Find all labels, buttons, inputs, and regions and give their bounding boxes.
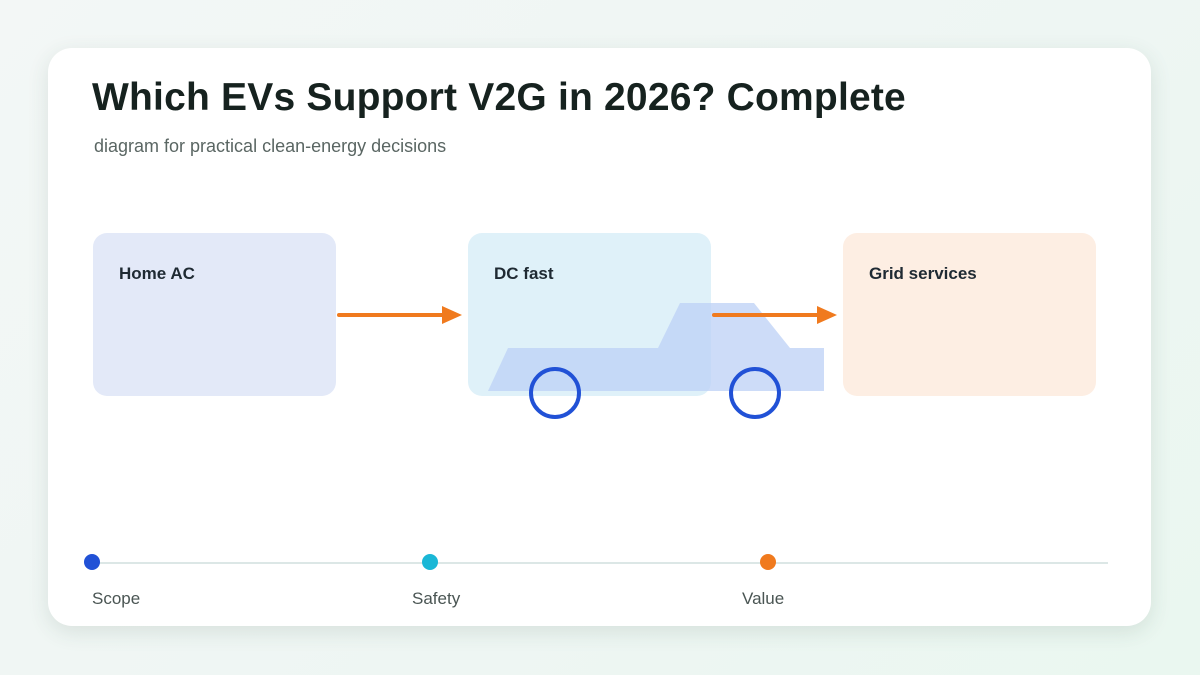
timeline-label-value: Value (742, 589, 784, 608)
node-dc-fast-label: DC fast (494, 264, 554, 283)
timeline-dot-safety (422, 554, 438, 570)
arrow-right-icon (712, 306, 837, 324)
ev-car-front-wheel (529, 367, 581, 419)
timeline-dot-value (760, 554, 776, 570)
node-home-ac-box (93, 233, 336, 396)
timeline-label-safety: Safety (412, 589, 461, 608)
arrow-head-2 (817, 306, 837, 324)
arrow-right-icon (337, 306, 462, 324)
node-grid-services: Grid services (843, 233, 1096, 396)
arrow-head-1 (442, 306, 462, 324)
page-subtitle: diagram for practical clean-energy decis… (94, 136, 447, 156)
node-grid-services-box (843, 233, 1096, 396)
timeline-dot-scope (84, 554, 100, 570)
node-home-ac: Home AC (93, 233, 336, 396)
flow-diagram: Home AC DC fast Grid services (84, 233, 1108, 608)
page-title: Which EVs Support V2G in 2026? Complete (92, 76, 906, 119)
node-grid-services-label: Grid services (869, 264, 977, 283)
ev-car-icon (488, 303, 824, 419)
diagram-card: Which EVs Support V2G in 2026? Complete … (48, 48, 1151, 626)
timeline-label-scope: Scope (92, 589, 140, 608)
ev-car-body (488, 303, 824, 391)
node-home-ac-label: Home AC (119, 264, 195, 283)
timeline: Scope Safety Value (84, 554, 1108, 608)
ev-car-rear-wheel (729, 367, 781, 419)
